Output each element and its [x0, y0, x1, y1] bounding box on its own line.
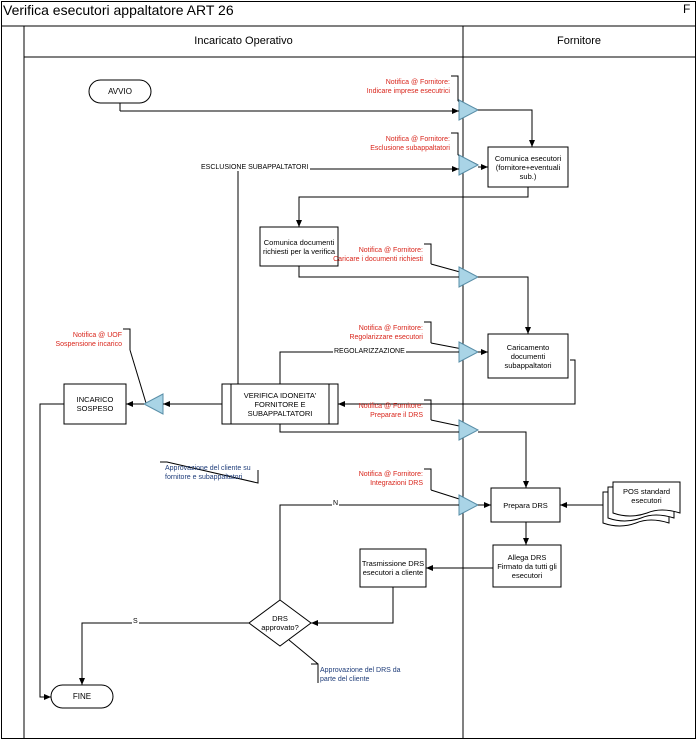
process-line: richiesti per la verifica — [262, 246, 336, 256]
subprocess-verifica-idoneita: VERIFICA IDONEITA' FORNITORE E SUBAPPALT… — [231, 384, 329, 424]
start-terminal: AVVIO — [108, 87, 132, 96]
process-line: Trasmissione DRS — [361, 559, 425, 568]
note-indicare-imprese: Notifica @ Fornitore:Indicare imprese es… — [366, 79, 450, 95]
process-line: Caricamento — [506, 342, 550, 352]
document-line: esecutori — [631, 496, 662, 505]
process-line: SOSPESO — [76, 404, 114, 413]
process-line: Prepara DRS — [503, 500, 548, 510]
process-allega-drs: Allega DRS Firmato da tutti gli esecutor… — [493, 545, 561, 587]
process-line: esecutori — [511, 570, 543, 580]
decision-line: approvato? — [261, 623, 299, 632]
end-terminal: FINE — [72, 692, 92, 701]
process-line: Comunica esecutori — [494, 153, 562, 163]
note-preparare-drs: Notifica @ Fornitore:Preparare il DRS — [358, 403, 423, 419]
process-line: esecutori a cliente — [362, 568, 424, 577]
document-pos-standard: POS standard esecutori — [613, 484, 680, 508]
edge-label-no: N — [332, 500, 340, 507]
decision-diamond-shape — [248, 599, 312, 647]
process-line: FORNITORE E — [254, 399, 306, 409]
edge-label-regolarizzazione: REGOLARIZZAZIONE — [333, 348, 406, 355]
process-line: Firmato da tutti gli — [497, 561, 557, 571]
process-line: (fornitore+eventuali — [495, 162, 561, 172]
pos-document-stack-shape — [602, 481, 681, 527]
document-line: POS standard — [622, 487, 671, 496]
process-line: SUBAPPALTATORI — [247, 408, 313, 418]
edge-label-esclusione: ESCLUSIONE SUBAPPALTATORI — [200, 164, 310, 171]
lane-header-incaricato: Incaricato Operativo — [194, 35, 293, 47]
decision-drs-approvato: DRS approvato? — [249, 606, 311, 640]
note-esclusione-subappaltatori: Notifica @ Fornitore:Esclusione subappal… — [370, 136, 450, 152]
process-caricamento-documenti: Caricamento documenti subappaltatori — [488, 334, 568, 378]
process-line: INCARICO — [76, 395, 114, 404]
process-comunica-esecutori: Comunica esecutori (fornitore+eventuali … — [488, 147, 568, 187]
note-integrazioni-drs: Notifica @ Fornitore:Integrazioni DRS — [358, 471, 423, 487]
lane-header-fornitore: Fornitore — [556, 35, 602, 47]
process-line: documenti — [510, 351, 546, 361]
note-regolarizzare-esecutori: Notifica @ Fornitore:Regolarizzare esecu… — [349, 325, 423, 341]
process-line: Comunica documenti — [263, 237, 335, 247]
process-line: subappaltatori — [504, 360, 552, 370]
process-line: sub.) — [519, 171, 537, 181]
decision-line: DRS — [272, 614, 288, 623]
process-line: Allega DRS — [507, 552, 547, 562]
corner-marker: F — [683, 2, 691, 16]
process-comunica-documenti: Comunica documenti richiesti per la veri… — [260, 227, 338, 266]
process-prepara-drs: Prepara DRS — [491, 488, 560, 522]
diagram-title: Verifica esecutori appaltatore ART 26 — [3, 2, 234, 18]
process-incarico-sospeso: INCARICO SOSPESO — [64, 384, 126, 424]
process-line: VERIFICA IDONEITA' — [243, 390, 317, 400]
process-trasmissione-drs: Trasmissione DRS esecutori a cliente — [360, 549, 426, 587]
edge-label-si: S — [132, 618, 139, 625]
note-caricare-documenti: Notifica @ Fornitore:Caricare i document… — [333, 247, 423, 263]
